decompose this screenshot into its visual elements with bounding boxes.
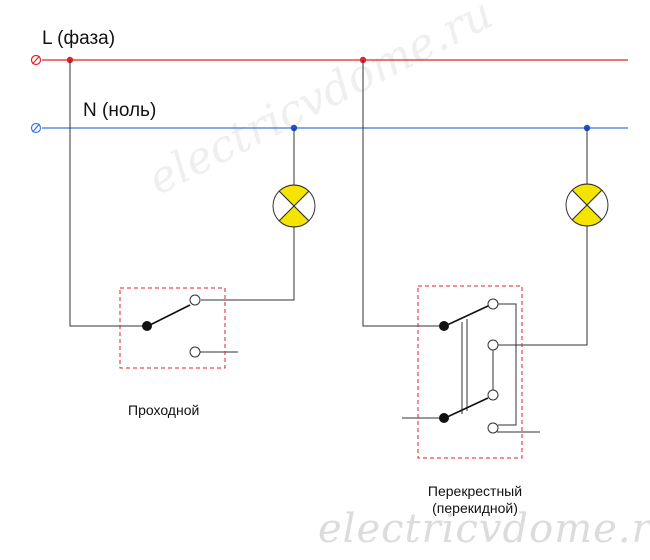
cross-switch-label-line1: Перекрестный (427, 483, 523, 499)
pass-through-switch-label: Проходной (128, 402, 200, 418)
cross-switch-label-line2: (перекидной) (432, 500, 518, 516)
cross-switch-box (417, 285, 523, 459)
right-circuit-wires (362, 60, 588, 433)
pass-through-switch-box (119, 287, 226, 369)
bottom-watermark: electricvdome.ru (318, 506, 650, 552)
left-lamp-icon (272, 184, 316, 228)
right-lamp-icon (565, 183, 609, 227)
cross-switch-label: Перекрестный (перекидной) (419, 483, 531, 517)
neutral-terminal-icon (30, 122, 42, 134)
pass-through-switch-icon (142, 294, 201, 358)
left-circuit-wires (69, 60, 295, 353)
cross-switch-icon (439, 298, 499, 434)
neutral-label: N (ноль) (83, 100, 157, 121)
phase-terminal-icon (30, 54, 42, 66)
phase-label: L (фаза) (42, 28, 116, 49)
